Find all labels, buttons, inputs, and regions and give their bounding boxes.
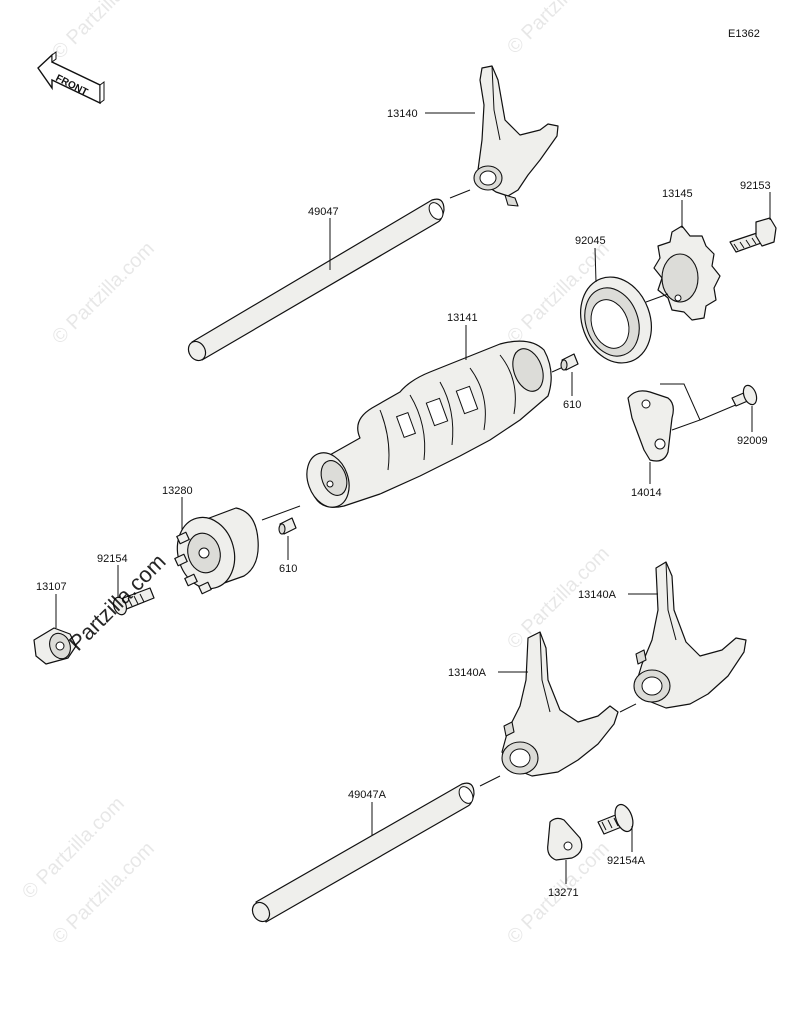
part-13140A-fork-left — [501, 631, 619, 777]
label-610-lower: 610 — [279, 563, 297, 575]
part-13107-lever — [33, 627, 77, 665]
label-49047A: 49047A — [348, 789, 387, 801]
part-49047A-shaft — [251, 782, 475, 923]
label-92009: 92009 — [737, 435, 768, 447]
label-13271: 13271 — [548, 887, 579, 899]
label-92153: 92153 — [740, 180, 771, 192]
part-610-pin — [278, 517, 297, 535]
leader-line — [645, 293, 669, 303]
part-49047-shaft — [187, 198, 445, 362]
part-610-pin — [560, 353, 579, 371]
label-92154A: 92154A — [607, 855, 646, 867]
part-92009-screw — [731, 384, 758, 407]
label-92045: 92045 — [575, 235, 606, 247]
leader-line — [660, 383, 701, 431]
leader-line — [479, 775, 501, 787]
label-13280: 13280 — [162, 485, 193, 497]
leader-line — [619, 703, 637, 713]
part-13140-fork — [473, 65, 559, 207]
leader-line — [261, 505, 301, 521]
watermark: © Partzilla.com — [503, 0, 614, 59]
label-92154: 92154 — [97, 553, 128, 565]
part-92153-bolt — [729, 217, 777, 253]
label-13140A-right: 13140A — [578, 589, 617, 601]
watermark: © Partzilla.com — [48, 238, 159, 349]
part-13140A-fork-right — [633, 561, 747, 709]
watermark: © Partzilla.com — [48, 0, 159, 64]
part-13271-plate — [547, 817, 583, 861]
label-13140: 13140 — [387, 108, 418, 120]
label-13140A-left: 13140A — [448, 667, 487, 679]
part-13145-plate — [653, 225, 721, 321]
label-13107: 13107 — [36, 581, 67, 593]
front-arrow-icon: FRONT — [37, 51, 105, 105]
label-13141: 13141 — [447, 312, 478, 324]
leader-line — [449, 189, 471, 199]
part-92154A-bolt — [597, 803, 634, 835]
part-92154-bolt — [112, 587, 155, 616]
label-49047: 49047 — [308, 206, 339, 218]
label-14014: 14014 — [631, 487, 662, 499]
part-92045-bearing — [580, 276, 652, 364]
part-13141-drum — [306, 340, 552, 508]
leader-line — [699, 403, 739, 421]
label-610-upper: 610 — [563, 399, 581, 411]
diagram-code: E1362 — [728, 28, 760, 40]
part-14014-plate — [627, 390, 674, 462]
label-13145: 13145 — [662, 188, 693, 200]
part-13280-cam — [174, 507, 259, 595]
leader-line — [594, 247, 597, 283]
